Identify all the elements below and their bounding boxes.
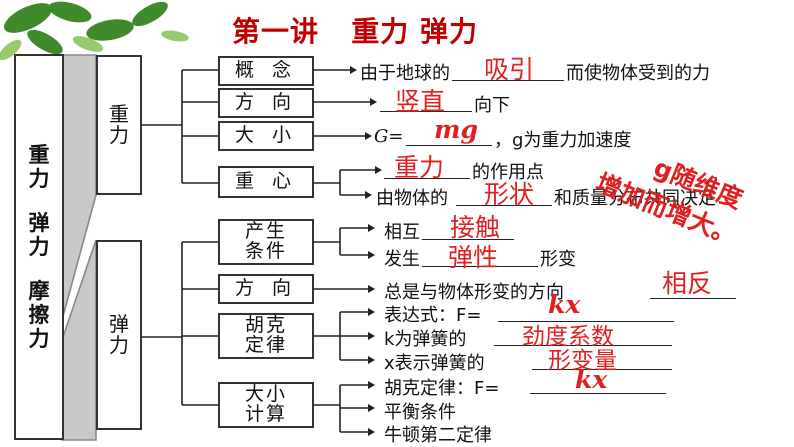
blank-line (456, 205, 552, 206)
blank-line (422, 266, 538, 267)
blank-line (530, 393, 666, 394)
answer-opposite: 相反 (662, 269, 713, 298)
magnitude-pre: G= (374, 126, 404, 147)
magnitude-calc-box: 大小 计算 (218, 382, 314, 428)
blank-line (532, 369, 672, 370)
concept-post: 而使物体受到的力 (566, 63, 710, 84)
topic-char: 力 (28, 166, 50, 191)
calc-l3: 牛顿第二定律 (384, 425, 492, 446)
topic-char: 弹 (28, 210, 50, 235)
elastic-direction-pre: 总是与物体形变的方向 (384, 282, 564, 303)
topic-char: 力 (28, 234, 50, 259)
answer-stiffness: 劲度系数 (522, 324, 614, 350)
condition-l2-post: 形变 (540, 249, 576, 270)
answer-contact: 接触 (450, 213, 501, 242)
blank-line (498, 321, 674, 322)
blank-line (452, 80, 564, 81)
answer-vertical: 竖直 (395, 87, 446, 116)
gravity-direction-box: 方 向 (218, 88, 314, 118)
topic-panel: 重 力 弹 力 摩 擦 力 (14, 54, 64, 440)
answer-gravity: 重力 (394, 153, 445, 182)
condition-l1-pre: 相互 (384, 222, 420, 243)
topic-char: 重 (28, 142, 50, 167)
gravity-concept-box: 概 念 (218, 56, 314, 86)
blank-line (494, 345, 672, 346)
blank-line (650, 298, 736, 299)
hooke-l2-pre: k为弹簧的 (384, 329, 467, 350)
hooke-l3-pre: x表示弹簧的 (384, 353, 485, 374)
calc-l1-pre: 胡克定律：F= (384, 378, 500, 399)
topic-char: 力 (28, 327, 50, 352)
calc-l2: 平衡条件 (384, 402, 456, 423)
answer-elastic: 弹性 (448, 243, 499, 272)
blank-line (406, 145, 492, 146)
blank-line (384, 178, 470, 179)
answer-mg: mg (434, 115, 478, 144)
answer-kx: kx (548, 290, 581, 319)
topic-char: 摩 (28, 279, 50, 304)
elastic-condition-box: 产生 条件 (218, 219, 314, 265)
leaf-decoration (0, 1, 189, 61)
direction-post: 向下 (474, 95, 510, 116)
center-line2-pre: 由物体的 (376, 188, 448, 209)
gravity-center-box: 重 心 (218, 166, 314, 198)
concept-pre: 由于地球的 (360, 63, 450, 84)
answer-kx-calc: kx (575, 365, 608, 394)
hooke-l1-pre: 表达式：F= (384, 305, 482, 326)
center-line2-post: 和质量分布共同决定 (554, 188, 716, 209)
condition-l2-pre: 发生 (384, 249, 420, 270)
page-title: 第一讲 重力 弹力 (232, 15, 478, 48)
gravity-node: 重 力 (96, 55, 142, 195)
center-post: 的作用点 (472, 162, 544, 183)
magnitude-post: ，g为重力加速度 (494, 130, 632, 151)
hooke-law-box: 胡克 定律 (218, 313, 314, 359)
blank-line (422, 239, 514, 240)
topic-char: 擦 (28, 303, 50, 328)
gravity-magnitude-box: 大 小 (218, 121, 314, 151)
blank-line (380, 111, 472, 112)
elastic-direction-box: 方 向 (218, 274, 314, 304)
answer-shape: 形状 (484, 180, 535, 209)
answer-attraction: 吸引 (484, 55, 535, 84)
answer-deformation: 形变量 (548, 348, 617, 374)
elastic-node: 弹 力 (96, 240, 142, 430)
